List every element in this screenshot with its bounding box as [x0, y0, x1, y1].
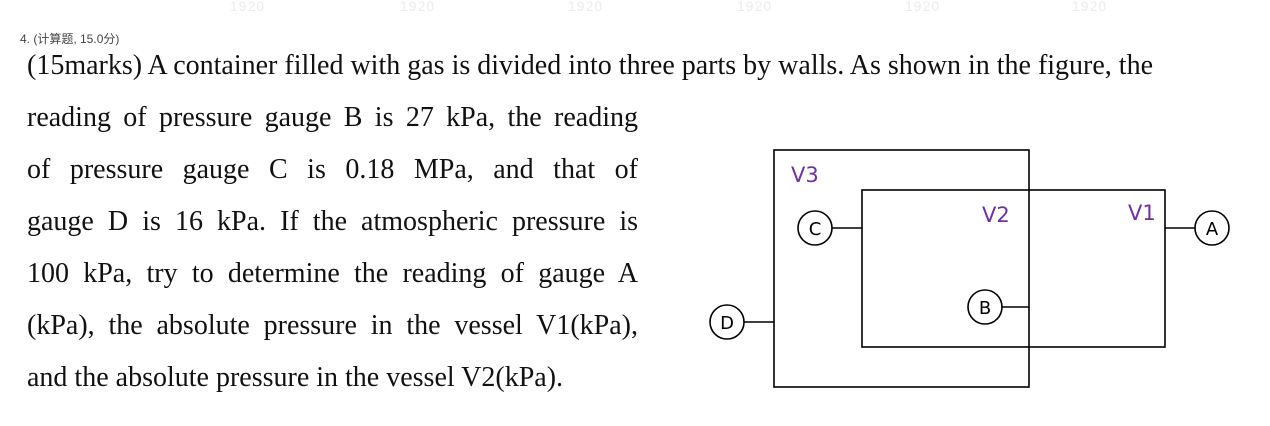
watermark: 1920: [230, 0, 266, 14]
gauge-a-label: A: [1206, 219, 1219, 240]
question-line-6: (kPa), the absolute pressure in the vess…: [27, 310, 638, 341]
question-header: 4. (计算题, 15.0分): [20, 32, 120, 46]
question-line-4: gauge D is 16 kPa. If the atmospheric pr…: [27, 206, 638, 237]
vessel-v2-wall: [861, 189, 1166, 348]
gauge-b-label: B: [979, 298, 991, 319]
watermark: 1920: [905, 0, 941, 14]
question-line-2: reading of pressure gauge B is 27 kPa, t…: [27, 102, 638, 133]
gauge-c-label: C: [809, 219, 822, 240]
gauge-c: [797, 210, 833, 246]
vessel-v3-wall: [773, 149, 1030, 388]
watermark: 1920: [737, 0, 773, 14]
gauge-a: [1194, 210, 1230, 246]
question-line-5: 100 kPa, try to determine the reading of…: [27, 258, 638, 289]
watermark: 1920: [568, 0, 604, 14]
question-line-1: (15marks) A container filled with gas is…: [27, 50, 1154, 81]
vessel-label-v1: V1: [1128, 201, 1156, 225]
question-line-7: and the absolute pressure in the vessel …: [27, 362, 564, 393]
vessel-diagram: V3 V2 V1 C A B D: [709, 149, 1230, 388]
gauge-d-label: D: [720, 313, 734, 334]
vessel-label-v2: V2: [982, 203, 1010, 227]
question-line-3: of pressure gauge C is 0.18 MPa, and tha…: [27, 154, 638, 185]
watermark: 1920: [1072, 0, 1108, 14]
gauge-b: [967, 289, 1003, 325]
watermark: 1920: [400, 0, 436, 14]
gauge-d: [709, 304, 745, 340]
vessel-label-v3: V3: [791, 163, 819, 187]
